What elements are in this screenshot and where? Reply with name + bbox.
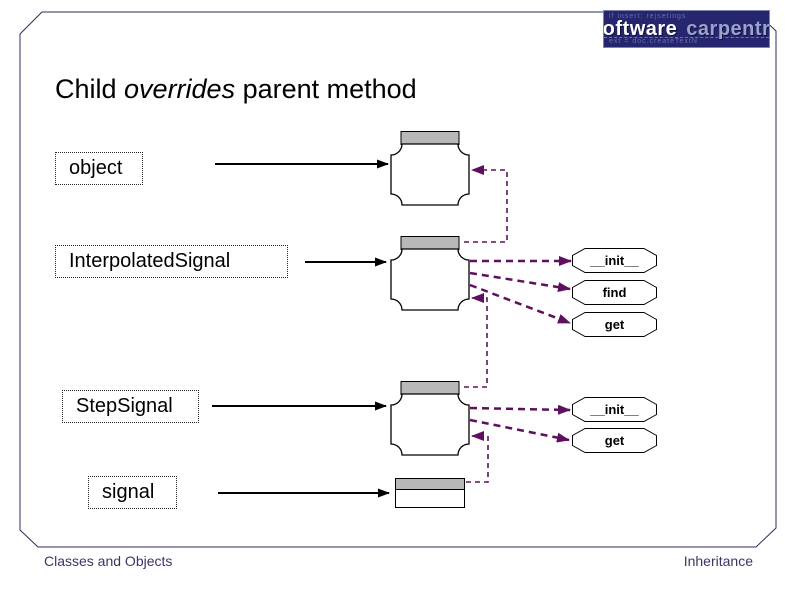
arrow-step-to-init	[469, 404, 571, 415]
page-title: Child overrides parent method	[55, 74, 417, 105]
title-text-post: parent method	[235, 74, 417, 104]
arrow-interp-to-get	[469, 283, 571, 325]
footer-section-title: Classes and Objects	[44, 553, 173, 569]
arrow-interp-to-find	[469, 271, 571, 293]
class-shape-object	[390, 131, 470, 206]
method-label-init: __init__	[590, 402, 639, 417]
label-box-interpolatedsignal: InterpolatedSignal	[55, 245, 288, 278]
logo-dashed-line	[604, 37, 769, 38]
capsule-outline	[572, 248, 657, 273]
software-carpentry-logo: if insert: rejsetings ext = doc.createTe…	[603, 10, 770, 48]
logo-word-software: software	[603, 17, 678, 40]
method-capsule-interp-find: find	[572, 280, 657, 305]
method-capsule-interp-get: get	[572, 312, 657, 337]
connector-signalrect-to-step	[466, 431, 489, 483]
capsule-outline	[572, 280, 657, 305]
footer-topic-title: Inheritance	[683, 553, 753, 569]
method-capsule-interp-init: __init__	[572, 248, 657, 273]
title-text-pre: Child	[55, 74, 125, 104]
logo-word-carpentry: carpentry	[686, 17, 770, 40]
label-stepsignal: StepSignal	[76, 395, 173, 417]
label-box-signal: signal	[88, 476, 177, 509]
logo-background-code-text: ext = doc.createTextN	[609, 38, 698, 45]
class-shape-stepsignal	[390, 381, 470, 456]
logo-background-code-text: if insert: rejsetings	[609, 13, 687, 20]
method-capsule-step-init: __init__	[572, 397, 657, 422]
method-label-get: get	[604, 433, 625, 448]
capsule-outline	[572, 312, 657, 337]
method-label-init: __init__	[590, 253, 639, 268]
label-signal: signal	[102, 481, 155, 503]
capsule-outline	[572, 428, 657, 453]
label-object: object	[69, 157, 123, 179]
method-capsule-step-get: get	[572, 428, 657, 453]
title-text-emphasis: overrides	[124, 74, 236, 104]
label-box-object: object	[55, 152, 143, 185]
label-interpolatedsignal: InterpolatedSignal	[69, 250, 231, 272]
connector-interp-to-object	[464, 165, 508, 243]
signal-rect-shape	[395, 478, 465, 508]
method-label-find: find	[602, 285, 627, 300]
method-label-get: get	[604, 317, 625, 332]
label-box-stepsignal: StepSignal	[62, 390, 199, 423]
logo-wordmark: software carpentry	[604, 11, 769, 47]
capsule-outline	[572, 397, 657, 422]
class-shape-interpolatedsignal	[390, 236, 470, 311]
connector-step-to-interp	[464, 293, 488, 388]
arrow-step-to-get	[469, 418, 570, 443]
